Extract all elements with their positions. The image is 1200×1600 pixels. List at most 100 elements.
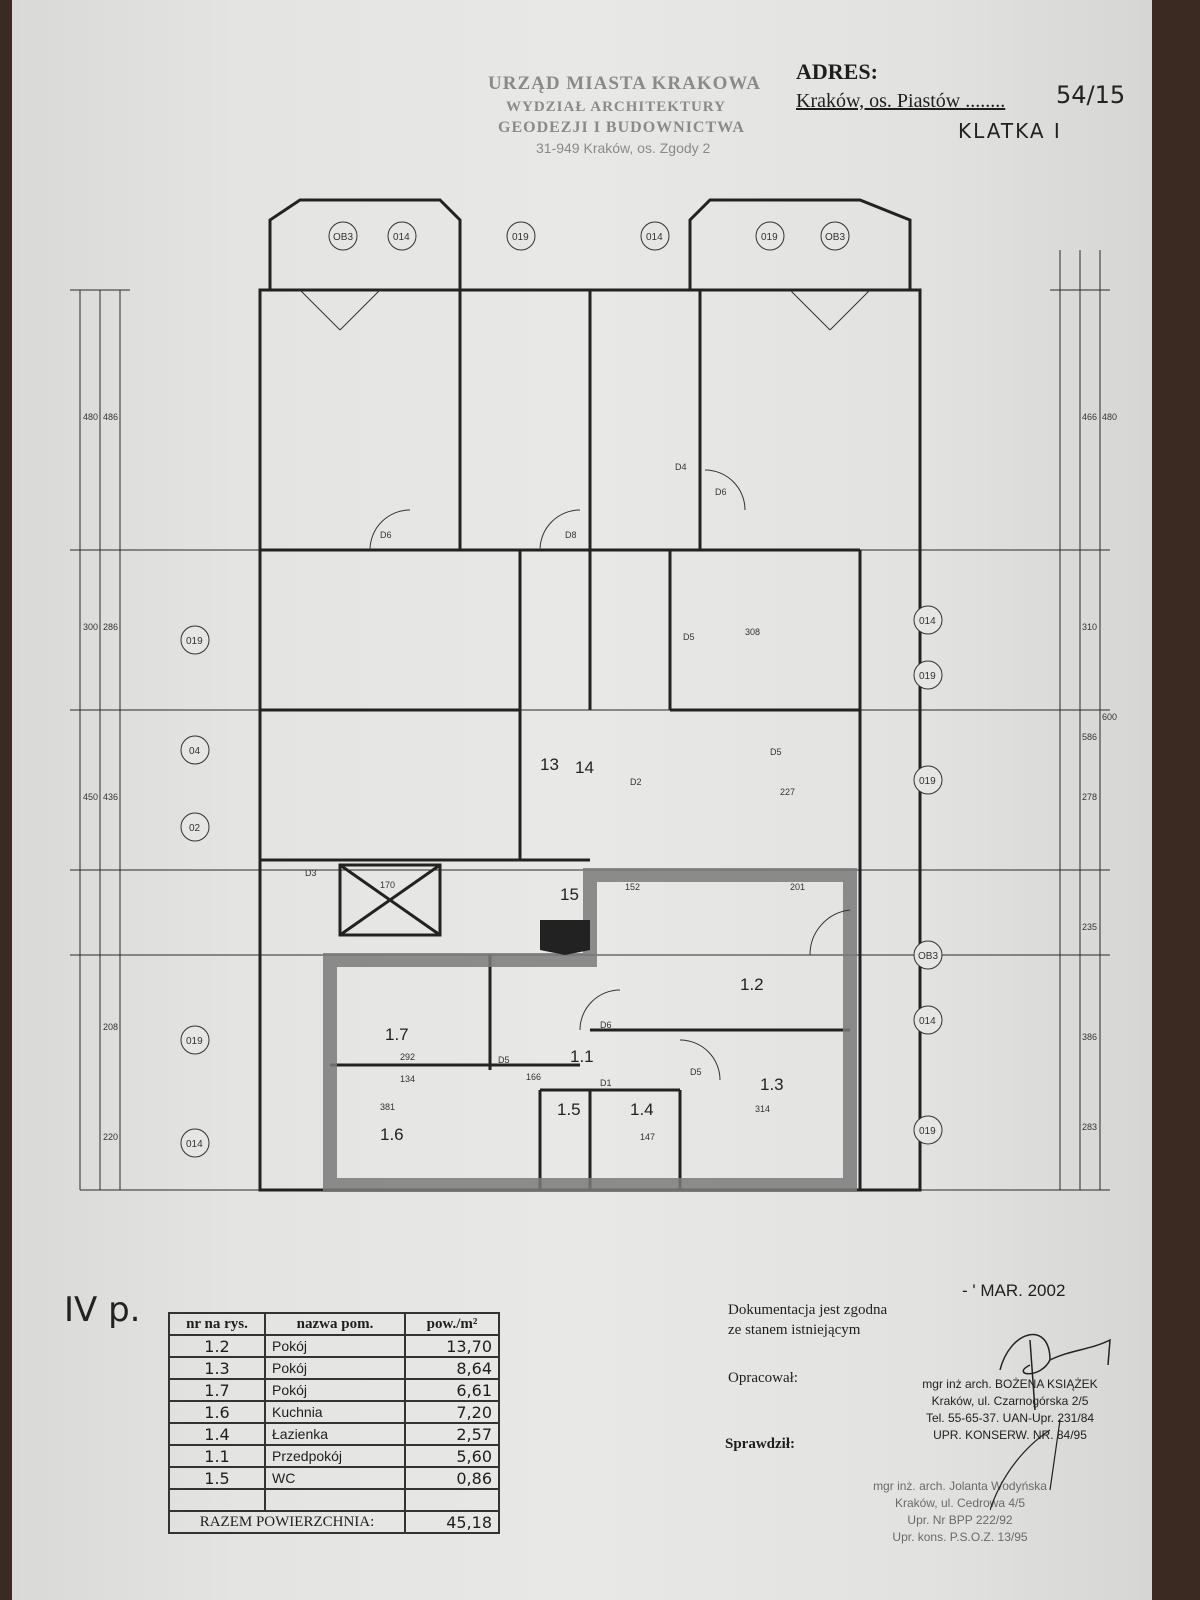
window-label: 019	[919, 1126, 936, 1137]
dimension-label: 147	[640, 1132, 655, 1142]
dimension-label: 220	[103, 1132, 118, 1142]
checker-conservation-license: Upr. kons. P.S.O.Z. 13/95	[892, 1530, 1028, 1544]
dimension-label: 381	[380, 1102, 395, 1112]
door-label: D5	[683, 632, 695, 642]
room-area: 0,86	[404, 1466, 500, 1490]
door-label: D8	[565, 530, 577, 540]
stamp-line: GEODEZJI I BUDOWNICTWA	[498, 119, 745, 136]
dimension-label: 227	[780, 787, 795, 797]
window-label: 014	[186, 1139, 203, 1150]
room-name: Pokój	[264, 1334, 406, 1358]
dimension-label: 283	[1082, 1122, 1097, 1132]
room-name: Pokój	[264, 1378, 406, 1402]
door-label: D4	[675, 462, 687, 472]
room-label: 1.6	[380, 1125, 404, 1144]
room-name: Łazienka	[264, 1422, 406, 1446]
room-area: 13,70	[404, 1334, 500, 1358]
room-name: Kuchnia	[264, 1400, 406, 1424]
handwritten-signature	[990, 1333, 1111, 1511]
checker-license: Upr. Nr BPP 222/92	[907, 1513, 1013, 1527]
window-label: 014	[919, 616, 936, 627]
door-label: D3	[305, 868, 317, 878]
staircase-label: KLATKA I	[958, 119, 1062, 143]
dimension-label: 480	[83, 412, 98, 422]
apartment-outline	[323, 868, 857, 1192]
window-label: 014	[393, 232, 410, 243]
window-label: 019	[186, 636, 203, 647]
room-label: 1.1	[570, 1047, 594, 1066]
floor-note: IV p.	[64, 1290, 141, 1330]
column-header: pow./m²	[404, 1312, 500, 1336]
dimension-label: 386	[1082, 1032, 1097, 1042]
dimension-label: 235	[1082, 922, 1097, 932]
window-label: 02	[189, 823, 201, 834]
dimension-label: 466	[1082, 412, 1097, 422]
dimension-label: 436	[103, 792, 118, 802]
dimension-label: 152	[625, 882, 640, 892]
total-value: 45,18	[404, 1510, 500, 1534]
room-label: 1.7	[385, 1025, 409, 1044]
address: Kraków, os. Piastów ........	[796, 90, 1006, 112]
window-label: 019	[186, 1036, 203, 1047]
door-label: D6	[715, 487, 727, 497]
room-number: 1.6	[168, 1400, 266, 1424]
section-label: 14	[575, 758, 594, 777]
date-stamp: - ' MAR. 2002	[962, 1281, 1066, 1300]
room-number: 1.7	[168, 1378, 266, 1402]
checker-name: mgr inż. arch. Jolanta Wodyńska	[873, 1479, 1047, 1493]
dimension-label: 292	[400, 1052, 415, 1062]
window-label: 019	[919, 671, 936, 682]
dimension-label: 201	[790, 882, 805, 892]
section-label: 13	[540, 755, 559, 774]
room-area: 2,57	[404, 1422, 500, 1446]
dimension-label: 286	[103, 622, 118, 632]
room-number: 1.5	[168, 1466, 266, 1490]
dimension-label: 314	[755, 1104, 770, 1114]
room-number: 1.4	[168, 1422, 266, 1446]
door-label: D5	[770, 747, 782, 757]
table-row-empty	[168, 1488, 500, 1512]
certification-line: Dokumentacja jest zgodna	[728, 1302, 888, 1318]
section-label: 15	[560, 885, 579, 904]
dimension-label: 480	[1102, 412, 1117, 422]
column-header: nazwa pom.	[264, 1312, 406, 1336]
room-label: 1.4	[630, 1100, 654, 1119]
room-area: 8,64	[404, 1356, 500, 1380]
window-label: 019	[761, 232, 778, 243]
door-label: D6	[600, 1020, 612, 1030]
dimension-label: 600	[1102, 712, 1117, 722]
door-label: D2	[630, 777, 642, 787]
preparer-address: Kraków, ul. Czarnogórska 2/5	[931, 1394, 1089, 1408]
room-number: 1.1	[168, 1444, 266, 1468]
dimension-label: 586	[1082, 732, 1097, 742]
dimension-label: 450	[83, 792, 98, 802]
room-label: 1.2	[740, 975, 764, 994]
door-label: D6	[380, 530, 392, 540]
table-header-row: nr na rys. nazwa pom. pow./m²	[168, 1312, 500, 1336]
room-name: WC	[264, 1466, 406, 1490]
dimension-label: 134	[400, 1074, 415, 1084]
stamp-line: 31-949 Kraków, os. Zgody 2	[536, 140, 711, 156]
stamp-line: WYDZIAŁ ARCHITEKTURY	[506, 99, 726, 115]
room-number: 1.2	[168, 1334, 266, 1358]
room-number: 1.3	[168, 1356, 266, 1380]
prepared-label: Opracował:	[728, 1370, 798, 1386]
door-label: D1	[600, 1078, 612, 1088]
window-label: 014	[919, 1016, 936, 1027]
stamp-line: URZĄD MIASTA KRAKOWA	[488, 73, 762, 94]
room-area: 7,20	[404, 1400, 500, 1424]
dimension-label: 170	[380, 880, 395, 890]
dimension-label: 310	[1082, 622, 1097, 632]
room-label: 1.3	[760, 1075, 784, 1094]
room-name: Pokój	[264, 1356, 406, 1380]
dimension-label: 300	[83, 622, 98, 632]
